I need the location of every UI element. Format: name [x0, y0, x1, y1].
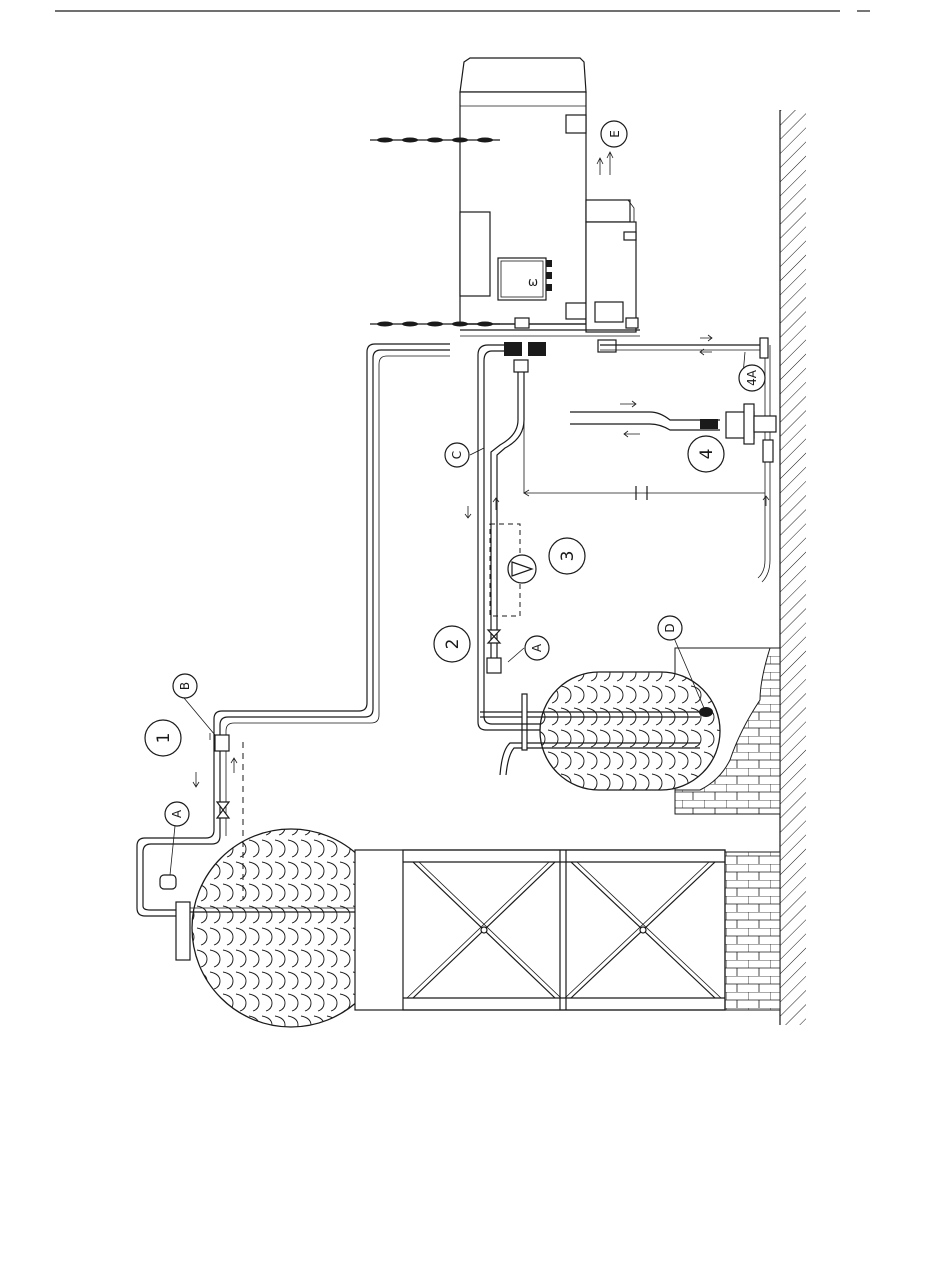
- callout-marker-a-right: A: [525, 636, 549, 660]
- label-circuit-2: 2: [443, 639, 463, 650]
- callout-leaders: [170, 352, 745, 875]
- label-marker-a-right: A: [530, 643, 544, 652]
- label-marker-d: D: [663, 623, 677, 632]
- callout-circuit-1: 1: [145, 720, 181, 756]
- connection-4a: [600, 335, 768, 358]
- label-pump-3: 3: [558, 551, 578, 562]
- label-marker-b: B: [178, 682, 192, 690]
- callout-marker-b: B: [173, 674, 197, 698]
- callout-marker-e: E: [601, 121, 627, 147]
- label-marker-c: C: [450, 451, 464, 459]
- label-circuit-1: 1: [154, 733, 174, 744]
- svg-text:ω: ω: [528, 275, 538, 289]
- callout-marker-d: D: [658, 616, 682, 640]
- unit-4: [570, 401, 776, 462]
- exterior-wall: [780, 110, 806, 1025]
- label-marker-a-left: A: [170, 809, 184, 818]
- label-unit-4: 4: [697, 449, 717, 460]
- tank-support-frame: [355, 850, 725, 1010]
- callout-unit-4a: 4A: [739, 365, 765, 391]
- label-marker-e: E: [608, 130, 622, 138]
- callout-circuit-2: 2: [434, 626, 470, 662]
- label-unit-4a: 4A: [745, 369, 759, 386]
- callout-marker-a-left: A: [165, 802, 189, 826]
- small-storage-tank: [480, 672, 720, 790]
- callout-marker-c: C: [445, 443, 469, 467]
- brick-column: [725, 852, 780, 1010]
- circuit-2-pipes: [465, 345, 540, 730]
- callout-pump-3: 3: [549, 538, 585, 574]
- callout-unit-4: 4: [688, 436, 724, 472]
